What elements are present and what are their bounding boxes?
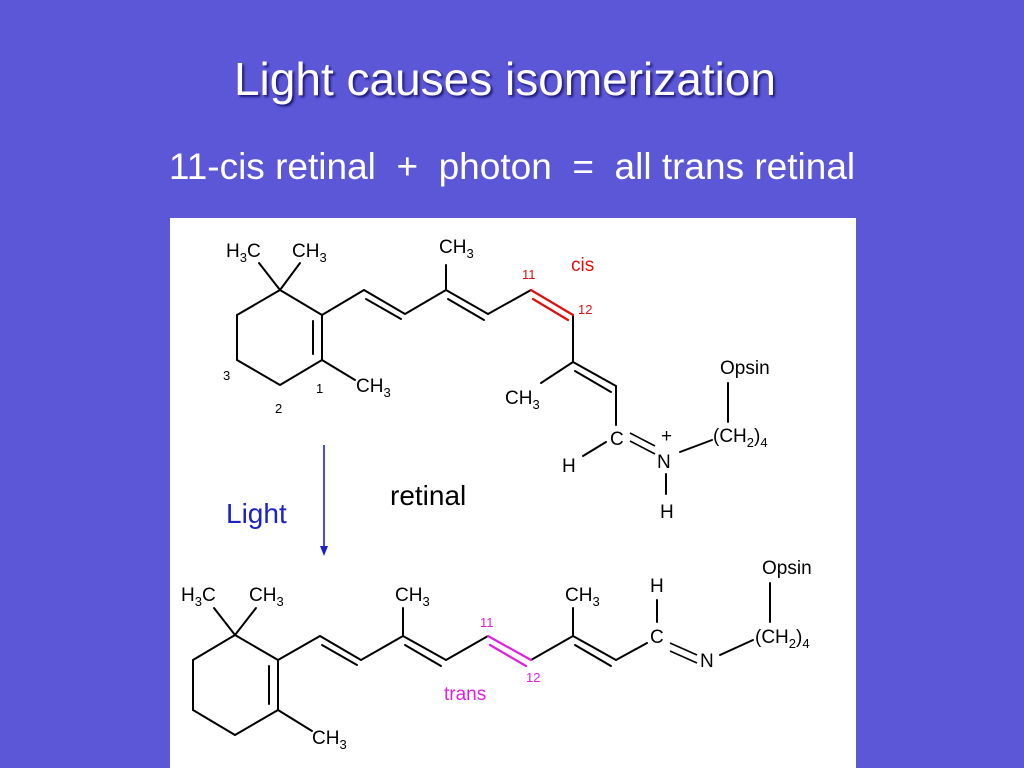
bottom-h3c-label: H3C — [181, 585, 216, 609]
ring-position-1-label: 1 — [316, 381, 323, 396]
bottom-carbon-11-label: 11 — [480, 615, 494, 630]
bottom-h-top-label: H — [650, 576, 664, 597]
top-plus-charge-label: + — [661, 426, 672, 447]
product-text: all trans retinal — [614, 146, 856, 187]
top-ch3-lower-label: CH3 — [505, 388, 540, 412]
bottom-ch3-b-label: CH3 — [565, 585, 600, 609]
bottom-ch2-4-label: (CH2)4 — [755, 627, 810, 651]
light-label: Light — [226, 498, 287, 529]
bottom-molecule-bonds — [192, 582, 771, 736]
bottom-carbon-12-label: 12 — [526, 670, 540, 685]
top-molecule-bonds — [236, 262, 729, 495]
top-h-bottom-label: H — [660, 502, 674, 523]
equals-sign: = — [572, 146, 594, 187]
bottom-ch3-ring-label: CH3 — [312, 728, 347, 752]
bottom-ch3-a-label: CH3 — [395, 585, 430, 609]
bottom-c-label: C — [650, 627, 664, 648]
bottom-cn-double-bond — [669, 642, 698, 664]
retinal-label: retinal — [390, 480, 466, 511]
ring-position-3-label: 3 — [223, 368, 230, 383]
trans-double-bond — [486, 634, 533, 668]
ring-position-2-label: 2 — [275, 401, 282, 416]
top-ch3-gem-label: CH3 — [292, 241, 327, 265]
top-ch3-ring-label: CH3 — [356, 376, 391, 400]
plus-sign: + — [396, 146, 419, 187]
top-carbon-11-label: 11 — [522, 267, 536, 282]
top-n-label: N — [657, 452, 671, 473]
reactant-text: 11-cis retinal — [168, 146, 376, 187]
cis-double-bond — [529, 288, 575, 322]
bottom-opsin-label: Opsin — [762, 558, 812, 579]
top-ch3-chain-label: CH3 — [439, 237, 474, 261]
diagram-panel: Light retinal H3C CH3 CH3 11 cis 12 Opsi… — [170, 218, 856, 768]
top-ch2-4-label: (CH2)4 — [713, 426, 768, 450]
slide-title: Light causes isomerization — [233, 53, 777, 105]
top-opsin-label: Opsin — [720, 358, 770, 379]
top-h-left-label: H — [562, 456, 576, 477]
top-carbon-12-label: 12 — [578, 302, 592, 317]
cis-label: cis — [571, 255, 594, 276]
equation: 11-cis retinal + photon = all trans reti… — [0, 146, 1024, 188]
top-c-label: C — [610, 429, 624, 450]
photon-text: photon — [438, 146, 552, 187]
retinal-isomerization-diagram: Light retinal H3C CH3 CH3 11 cis 12 Opsi… — [181, 237, 812, 752]
top-h3c-label: H3C — [226, 241, 261, 265]
bottom-ch3-gem-label: CH3 — [249, 585, 284, 609]
bottom-n-label: N — [700, 651, 714, 672]
trans-label: trans — [444, 684, 486, 705]
top-cn-double-bond — [629, 432, 656, 455]
